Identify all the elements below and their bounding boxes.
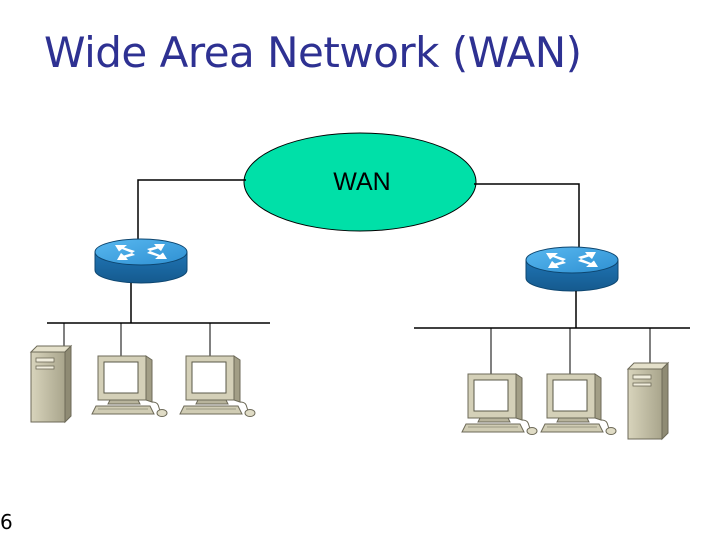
left-workstation-2-icon [179, 355, 256, 417]
right-server-tower-icon [627, 362, 669, 440]
right-workstation-1-icon [461, 373, 538, 435]
left-workstation-1-icon [91, 355, 168, 417]
page-number: 6 [0, 510, 13, 534]
left-router-icon [94, 238, 188, 284]
left-wan-link [137, 179, 246, 243]
left-server-tower-icon [30, 345, 72, 423]
right-wan-link [474, 183, 580, 250]
right-workstation-2-icon [540, 373, 617, 435]
wan-cloud [243, 132, 477, 232]
slide-title: Wide Area Network (WAN) [44, 28, 582, 77]
wan-cloud-label: WAN [333, 168, 390, 196]
right-router-icon [525, 246, 619, 292]
